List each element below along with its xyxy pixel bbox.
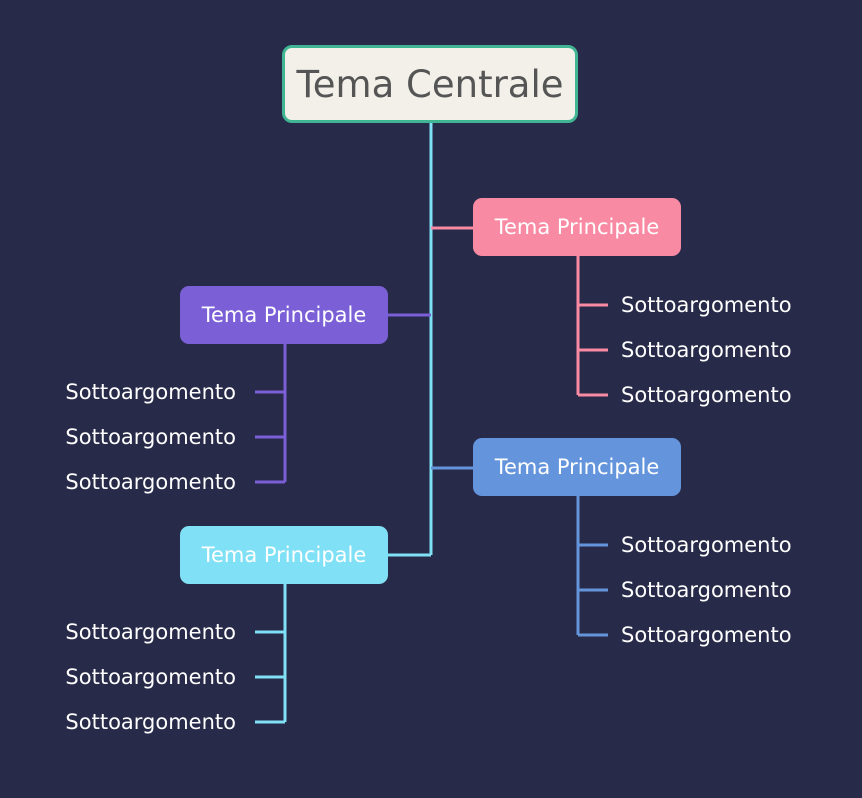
subtopic-bottom-left-2[interactable]: Sottoargomento bbox=[65, 665, 236, 689]
central-topic[interactable]: Tema Centrale bbox=[282, 45, 578, 123]
subtopic-upper-left-1[interactable]: Sottoargomento bbox=[65, 380, 236, 404]
main-topic-upper-left[interactable]: Tema Principale bbox=[180, 286, 388, 344]
subtopic-bottom-left-1[interactable]: Sottoargomento bbox=[65, 620, 236, 644]
subtopic-lower-right-1[interactable]: Sottoargomento bbox=[621, 533, 792, 557]
subtopic-top-right-1[interactable]: Sottoargomento bbox=[621, 293, 792, 317]
subtopic-upper-left-2[interactable]: Sottoargomento bbox=[65, 425, 236, 449]
main-topic-lower-right[interactable]: Tema Principale bbox=[473, 438, 681, 496]
main-topic-bottom-left[interactable]: Tema Principale bbox=[180, 526, 388, 584]
subtopic-top-right-2[interactable]: Sottoargomento bbox=[621, 338, 792, 362]
subtopic-bottom-left-3[interactable]: Sottoargomento bbox=[65, 710, 236, 734]
subtopic-upper-left-3[interactable]: Sottoargomento bbox=[65, 470, 236, 494]
subtopic-lower-right-3[interactable]: Sottoargomento bbox=[621, 623, 792, 647]
main-topic-top-right[interactable]: Tema Principale bbox=[473, 198, 681, 256]
subtopic-top-right-3[interactable]: Sottoargomento bbox=[621, 383, 792, 407]
subtopic-lower-right-2[interactable]: Sottoargomento bbox=[621, 578, 792, 602]
